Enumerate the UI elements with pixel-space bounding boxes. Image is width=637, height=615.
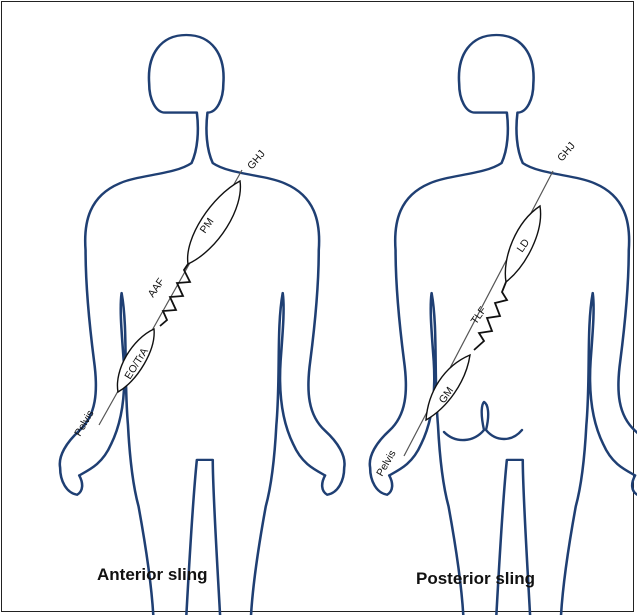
anterior-aaf-label: AAF — [146, 276, 168, 300]
posterior-buttocks-outline — [444, 402, 522, 440]
posterior-figure — [370, 35, 637, 615]
posterior-pelvis-label: Pelvis — [374, 448, 398, 478]
posterior-labels: GHJ LD TLF GM Pelvis — [374, 140, 578, 478]
anterior-ghj-label: GHJ — [245, 148, 268, 172]
posterior-body-outline — [370, 35, 637, 615]
posterior-ghj-label: GHJ — [555, 140, 578, 164]
posterior-sling-caption: Posterior sling — [416, 569, 535, 589]
anterior-body-outline — [60, 35, 345, 615]
anterior-pelvis-label: Pelvis — [72, 408, 96, 438]
anterior-fascia-spring — [160, 264, 190, 326]
posterior-tlf-label: TLF — [469, 305, 490, 327]
anterior-sling-caption: Anterior sling — [97, 565, 208, 585]
anterior-figure — [60, 35, 345, 615]
